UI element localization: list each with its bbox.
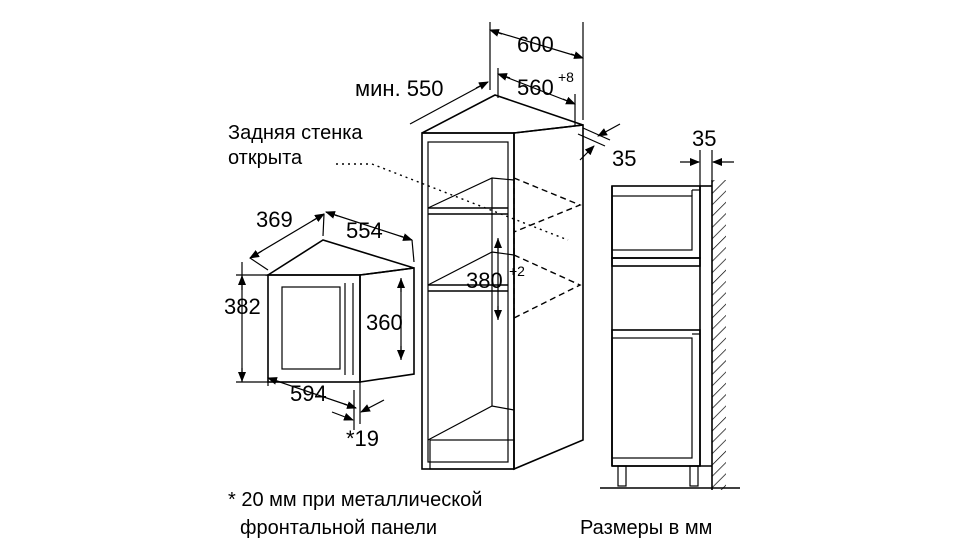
units-label: Размеры в мм bbox=[580, 517, 712, 539]
microwave-top bbox=[265, 239, 415, 276]
wall-hatch bbox=[712, 180, 726, 490]
footnote-line-1: * 20 мм при металлической bbox=[228, 489, 482, 511]
label-600: 600 bbox=[517, 32, 554, 57]
label-star-19: *19 bbox=[346, 426, 379, 451]
microwave-drawing bbox=[265, 239, 415, 383]
footnote-line-2: фронтальной панели bbox=[240, 517, 437, 539]
side-lower-cabinet bbox=[611, 329, 701, 467]
label-382: 382 bbox=[224, 294, 261, 319]
label-560: 560 bbox=[517, 75, 554, 100]
dim-line-369 bbox=[249, 213, 325, 259]
label-360: 360 bbox=[366, 310, 403, 335]
dim-line-554 bbox=[325, 211, 413, 241]
side-view-drawing bbox=[600, 150, 740, 490]
label-560-tolerance: +8 bbox=[558, 69, 574, 85]
label-35-right: 35 bbox=[612, 146, 636, 171]
cabinet-dimensions bbox=[409, 22, 621, 320]
cabinet-drawing bbox=[421, 94, 584, 471]
dim-line-594 bbox=[267, 377, 357, 409]
label-594: 594 bbox=[290, 381, 327, 406]
label-35-side: 35 bbox=[692, 126, 716, 151]
dim-line-560 bbox=[497, 73, 576, 105]
rear-wall-leader bbox=[336, 163, 569, 241]
dim-line-550 bbox=[409, 81, 489, 125]
label-rear-wall-1: Задняя стенка bbox=[228, 122, 363, 144]
label-min-550: мин. 550 bbox=[355, 76, 444, 101]
dim-line-600 bbox=[489, 29, 584, 59]
side-upper-cabinet bbox=[611, 185, 701, 259]
microwave-side bbox=[359, 267, 415, 383]
microwave-dimensions bbox=[236, 211, 415, 430]
label-380-tolerance: +2 bbox=[509, 263, 525, 279]
niche-dashed-lower bbox=[513, 254, 582, 319]
niche-dashed-upper bbox=[513, 177, 582, 233]
label-554: 554 bbox=[346, 218, 383, 243]
cabinet-side bbox=[513, 124, 584, 471]
microwave-door-window bbox=[281, 286, 341, 370]
label-369: 369 bbox=[256, 207, 293, 232]
label-rear-wall-2: открыта bbox=[228, 147, 303, 169]
label-380: 380 bbox=[466, 268, 503, 293]
